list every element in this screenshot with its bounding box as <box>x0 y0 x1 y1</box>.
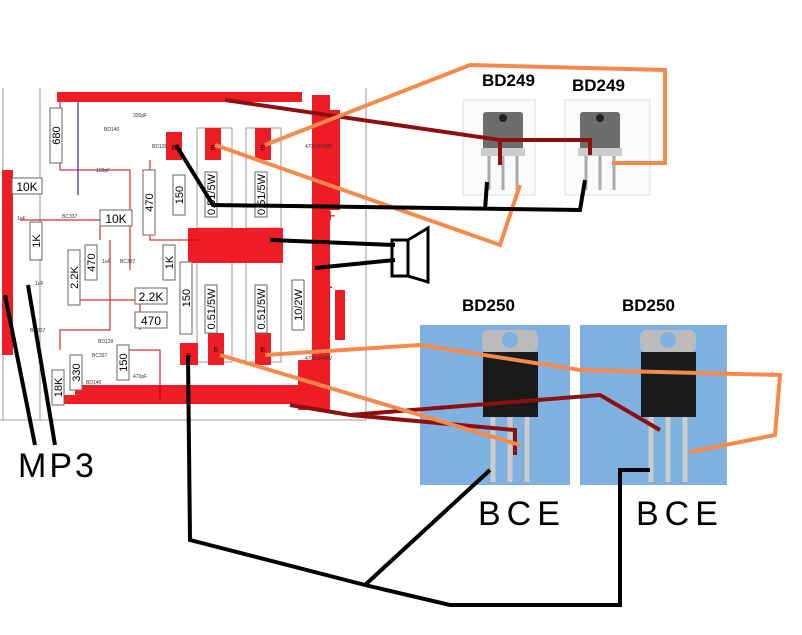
component-label: 1uF <box>102 259 111 265</box>
resistor-value: 680 <box>51 126 63 144</box>
resistor: 0.51/5W <box>254 284 268 334</box>
resistor-value: 150 <box>174 186 186 204</box>
pad-label: E <box>261 347 266 354</box>
component-label: 4700uF/40V <box>305 356 333 362</box>
resistor: 1K <box>162 244 176 281</box>
resistor-value: 150 <box>181 289 193 307</box>
resistor-group: 680 10K 1K 2.2K 470 10K 470 150 1K 2.2K 470 150 150 3… <box>11 107 305 406</box>
resistor: 0.51/5W <box>254 171 268 218</box>
pad-label: B <box>172 145 177 152</box>
resistor: 1K <box>29 221 43 261</box>
plus-sign: + <box>325 206 336 226</box>
component-label: 150pF <box>96 168 110 174</box>
resistor: 10/2W <box>291 279 305 331</box>
resistor: 2.2K <box>67 249 81 306</box>
wires-black <box>3 143 650 607</box>
pin-label-bce-2: BCE <box>636 495 724 533</box>
bd250-photo-2 <box>580 325 727 485</box>
wires-orange <box>214 62 783 454</box>
bd249-label-1: BD249 <box>482 71 535 90</box>
resistor-value: 10K <box>105 212 126 226</box>
pcb-traces <box>2 92 345 410</box>
bd249-label-2: BD249 <box>572 76 625 95</box>
component-label: BC337 <box>120 259 136 265</box>
resistor-value: 470 <box>86 253 98 271</box>
resistor: 10K <box>11 177 43 195</box>
resistor-value: 0.51/5W <box>256 173 268 215</box>
bd250-photo-1 <box>420 325 570 485</box>
resistor-value: 470 <box>144 193 156 211</box>
pin-label-bce-1: BCE <box>478 495 566 533</box>
bd249-photo-2 <box>564 99 651 196</box>
speaker-icon <box>390 225 430 285</box>
minus-sign: - <box>327 276 333 296</box>
pad-label: E <box>261 145 266 152</box>
resistor: 470 <box>134 311 168 329</box>
bd250-label-2: BD250 <box>622 296 675 315</box>
component-label: BD140 <box>86 380 102 386</box>
component-label: 1nF <box>17 216 26 222</box>
resistor-value: 1K <box>164 255 176 269</box>
resistor-value: 2.2K <box>139 290 164 304</box>
resistor: 2.2K <box>134 287 168 305</box>
resistor-value: 0.51/5W <box>206 288 218 330</box>
pad-label: E <box>211 145 216 152</box>
component-label: BC337 <box>62 214 78 220</box>
resistor-value: 150 <box>118 353 130 371</box>
component-label: 330pF <box>133 113 147 119</box>
small-label-group: 330pFBD140BD139BC337BC337BC337BC337BD139… <box>17 113 333 386</box>
resistor: 150 <box>179 261 193 335</box>
resistor: 150 <box>172 174 186 216</box>
component-label: BD140 <box>104 127 120 133</box>
resistor: 10K <box>99 209 133 227</box>
resistor-value: 10K <box>16 180 37 194</box>
component-label: BD139 <box>152 144 168 150</box>
resistor: 680 <box>49 107 63 164</box>
resistor: 470 <box>142 169 156 236</box>
resistor-value: 18K <box>53 377 65 397</box>
component-label: BD139 <box>98 339 114 345</box>
resistor: 330 <box>69 354 83 391</box>
component-label: 470pF <box>133 374 147 380</box>
resistor: 0.51/5W <box>204 284 218 334</box>
component-label: 4700uF/40V <box>305 144 333 150</box>
resistor-value: 330 <box>71 363 83 381</box>
component-label: BC337 <box>92 353 108 359</box>
resistor-value: 10/2W <box>293 288 305 320</box>
resistor-value: 1K <box>31 234 43 248</box>
bd250-label-1: BD250 <box>462 296 515 315</box>
resistor: 150 <box>116 344 130 381</box>
resistor: 470 <box>84 244 98 281</box>
resistor-value: 470 <box>141 314 161 328</box>
mp3-input-label: MP3 <box>18 447 97 485</box>
resistor-value: 2.2K <box>69 266 81 289</box>
resistor-value: 0.51/5W <box>256 288 268 330</box>
pad-label: E <box>214 347 219 354</box>
component-label: 1uF <box>35 281 44 287</box>
wires-darkred <box>224 98 662 455</box>
resistor: 18K <box>51 369 65 406</box>
